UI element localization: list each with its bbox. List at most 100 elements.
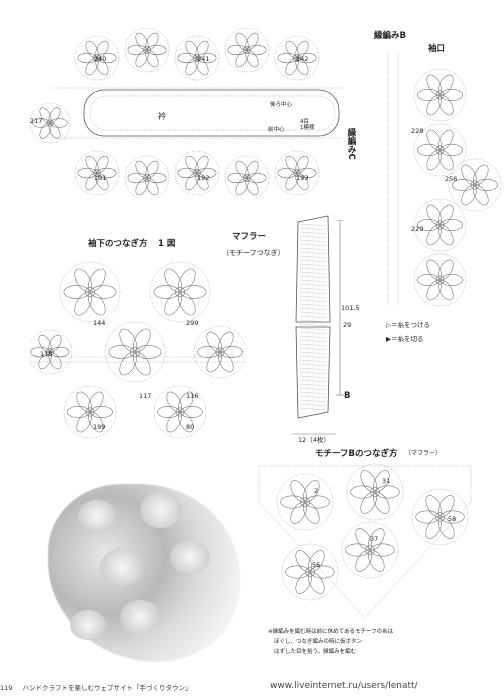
- flower-motif: [274, 35, 320, 81]
- motif-number: 241: [197, 55, 210, 63]
- flower-motif: [149, 261, 211, 323]
- muffler-stitch-row: [299, 231, 327, 235]
- muffler-stitch-row: [299, 367, 327, 371]
- muffler-stitch-row: [299, 359, 327, 363]
- motif-number: 56: [312, 561, 321, 569]
- flower-motif: [276, 473, 334, 531]
- motif-number: 37: [370, 535, 379, 543]
- muffler-stitch-row: [299, 315, 327, 319]
- motif-number: 144: [93, 319, 106, 327]
- muffler-stitch-row: [299, 267, 327, 271]
- muffler-stitch-row: [299, 407, 327, 411]
- edge-b-label: 縁編みB: [374, 31, 406, 41]
- flower-motif: [104, 321, 166, 383]
- note-line-1: ※縁編みを編む時は前に休めてあるモチーフの糸は: [268, 629, 394, 635]
- crochet-photo-flower: [100, 548, 144, 586]
- cuff-chart: [387, 55, 502, 307]
- motif-b-join-label: モチーフBのつなぎ方: [315, 449, 398, 459]
- motif-number: 217: [30, 117, 43, 125]
- legend-cut: ▶＝糸を切る: [386, 335, 424, 343]
- muffler-stitch-row: [299, 383, 327, 387]
- muffler-stitch-row: [299, 275, 327, 279]
- muffler-stitch-row: [299, 295, 327, 299]
- motif-number: 2: [314, 487, 319, 495]
- muffler-stitch-row: [299, 283, 327, 287]
- muffler-dimension-line: [336, 220, 344, 396]
- motif-number: 242: [296, 55, 309, 63]
- muffler-stitch-row: [299, 287, 327, 291]
- muffler-stitch-row: [299, 335, 327, 339]
- flower-motif: [224, 28, 270, 73]
- footer-text: ハンドクラフトを楽しむウェブサイト「手づくりタウン」: [22, 684, 192, 692]
- muffler-stitch-row: [299, 339, 327, 343]
- flower-motif: [153, 385, 207, 439]
- flower-motif: [448, 158, 502, 212]
- page-footer: 119 ハンドクラフトを楽しむウェブサイト「手づくりタウン」: [0, 682, 192, 692]
- muffler-stitch-row: [299, 375, 327, 379]
- muffler-stitch-row: [299, 235, 327, 239]
- front-center-label: 前中心: [268, 127, 285, 133]
- muffler-stitch-row: [299, 291, 327, 295]
- flower-motif: [346, 463, 404, 521]
- muffler-stitch-row: [299, 319, 327, 323]
- flower-motif: [59, 261, 121, 323]
- flower-motif: [74, 35, 120, 81]
- muffler-stitch-row: [299, 403, 327, 407]
- muffler-stitch-row: [299, 255, 327, 259]
- motif-number: 199: [93, 423, 106, 431]
- muffler-stitch-row: [299, 379, 327, 383]
- motif-number: 118: [40, 350, 53, 358]
- crochet-photo-flower: [140, 492, 182, 528]
- cut-arrow-icon: ▶: [386, 335, 391, 343]
- edge-c-label: 縁編みC: [346, 128, 356, 160]
- motif-b-join-sub-label: （マフラー）: [405, 450, 442, 457]
- source-url: www.liveinternet.ru/users/lenatt/: [270, 681, 418, 691]
- muffler-stitch-row: [299, 307, 327, 311]
- muffler-stitch-row: [299, 351, 327, 355]
- flower-motif: [224, 155, 270, 198]
- muffler-stitch-row: [299, 391, 327, 395]
- flower-motif: [30, 329, 73, 375]
- muffler-sub-label: （モチーフつなぎ）: [222, 249, 285, 257]
- muffler-stitch-row: [299, 259, 327, 263]
- flower-motif: [281, 543, 339, 601]
- half-row-label: 4目 1模様: [300, 119, 315, 131]
- crochet-photo-flower: [78, 500, 116, 532]
- collar-chart: [29, 28, 342, 198]
- motif-number: 192: [197, 174, 210, 182]
- motif-number: 117: [139, 392, 152, 400]
- flower-motif: [413, 68, 467, 122]
- motif-number: 58: [448, 515, 457, 523]
- note-line-3: はずした目を拾う。縁編みを編む: [274, 649, 357, 655]
- motif-number: 299: [186, 319, 199, 327]
- muffler-stitch-row: [299, 227, 327, 231]
- muffler-stitch-row: [299, 271, 327, 275]
- flower-motif: [74, 150, 120, 196]
- page-number: 119: [0, 684, 13, 692]
- flower-motif: [29, 102, 71, 144]
- muffler-width-line: [292, 433, 336, 435]
- motif-number: 191: [94, 174, 107, 182]
- muffler-stitch-row: [299, 311, 327, 315]
- flower-motif: [413, 198, 467, 252]
- motif-number: 228: [411, 127, 424, 135]
- muffler-stitch-row: [299, 355, 327, 359]
- muffler-stitch-row: [299, 323, 327, 327]
- muffler-stitch-row: [299, 303, 327, 307]
- muffler-stitch-row: [299, 263, 327, 267]
- motif-number: 80: [186, 423, 195, 431]
- b-marker: B: [344, 391, 351, 401]
- cuff-label: 袖口: [428, 44, 446, 54]
- flower-motif: [124, 28, 170, 73]
- center-back-label: 後ろ中心: [270, 102, 293, 108]
- figure-label: 1 図: [158, 239, 176, 249]
- sleeve-join-chart: [30, 261, 245, 439]
- dim-width: 12（4枚）: [298, 436, 330, 444]
- flower-motif: [63, 385, 117, 439]
- motif-number: 193: [296, 174, 309, 182]
- dim-part: 29: [343, 321, 352, 329]
- crochet-photo-flower: [70, 610, 106, 640]
- dim-total: 101.5: [341, 304, 360, 312]
- muffler-stitch-row: [299, 347, 327, 351]
- muffler-stitch-row: [299, 251, 327, 255]
